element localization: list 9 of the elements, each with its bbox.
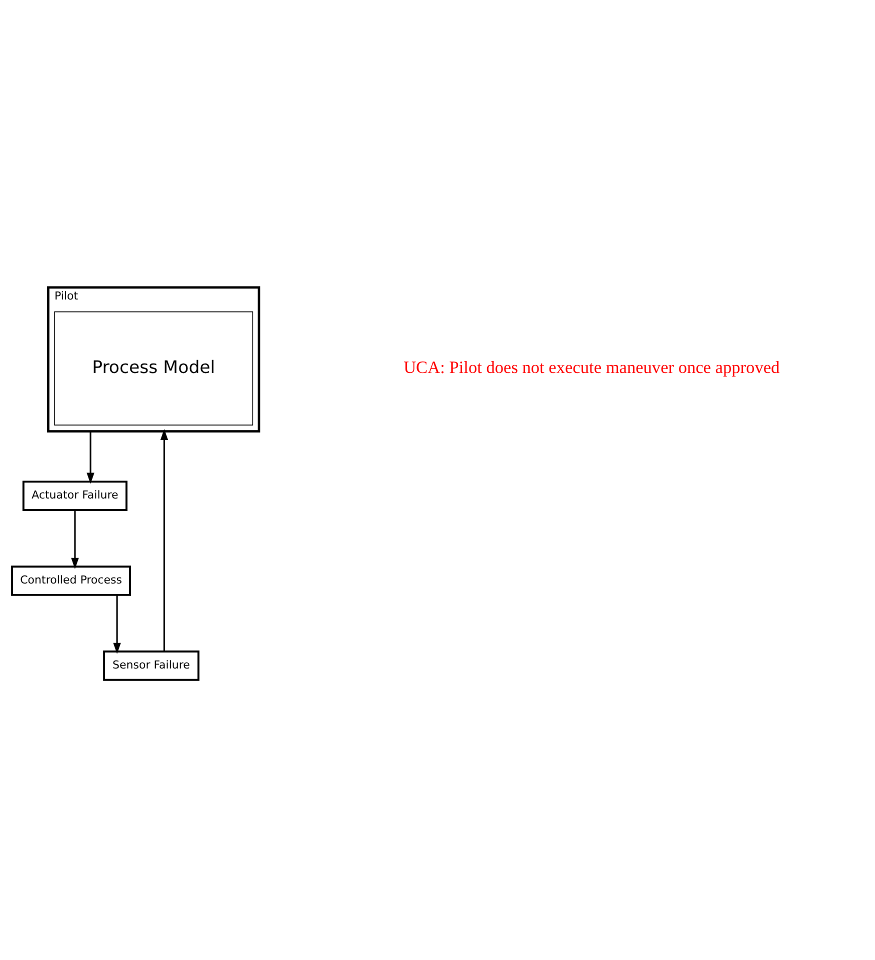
arrow [86, 430, 94, 484]
arrow [71, 510, 79, 568]
node-box: Actuator Failure [22, 480, 128, 510]
node-box: Sensor Failure [103, 650, 200, 680]
arrow [160, 428, 168, 651]
label: UCA: Pilot does not execute maneuver once approved [404, 357, 780, 376]
node-box: Process Model [54, 310, 254, 425]
node-box: Controlled Process [11, 565, 131, 596]
arrow [113, 594, 121, 654]
